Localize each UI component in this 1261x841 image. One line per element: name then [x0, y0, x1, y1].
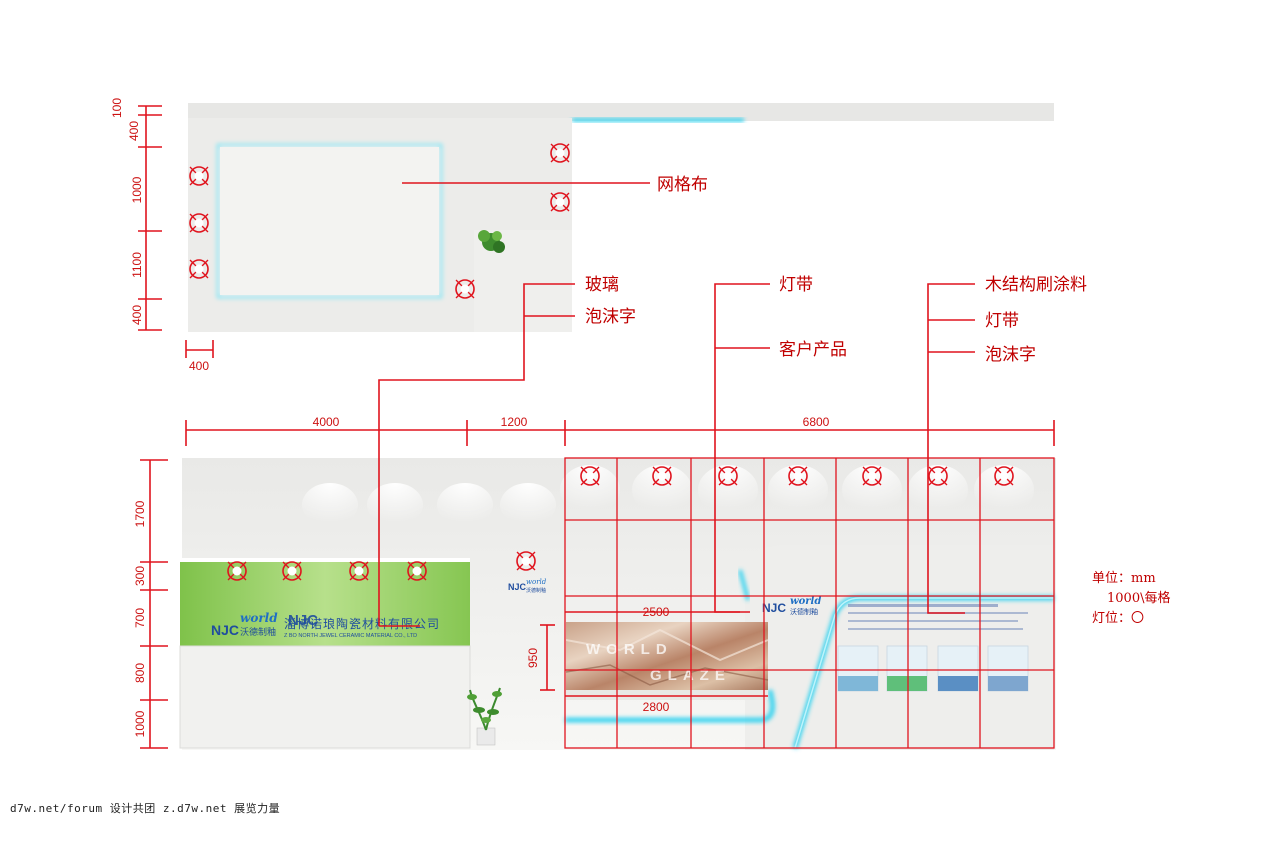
label-customer-products: 客户产品 [779, 340, 847, 360]
dim-elev-700: 700 [133, 608, 147, 628]
footer-watermark: d7w.net/forum 设计共团 z.d7w.net 展览力量 [10, 802, 281, 815]
leader-wood-light-foam: 木结构刷涂料 灯带 泡沫字 [927, 275, 1087, 614]
plan-plant [478, 230, 505, 253]
counter-brand-cn: 沃德制釉 [240, 626, 276, 638]
dim-plan-400b: 400 [130, 305, 144, 325]
leader-mesh-cloth: 网格布 [402, 175, 708, 195]
right-wall-logo: NJC world 沃德制釉 [762, 596, 821, 616]
dim-elev-4000: 4000 [313, 415, 340, 429]
dim-elev-1000: 1000 [133, 710, 147, 737]
dim-plan-1100: 1100 [130, 252, 144, 278]
svg-text:NJC: NJC [508, 582, 527, 592]
note-grid: 1000\每格 [1107, 590, 1170, 606]
marble-text-world: WORLD [586, 641, 673, 658]
svg-text:world: world [790, 596, 821, 607]
plan-left-dimension: 100 400 1000 1100 400 [110, 98, 162, 331]
svg-text:world: world [526, 578, 547, 586]
counter-company-cn: 淄博诺琅陶瓷材料有限公司 [284, 616, 440, 631]
dim-counter-top: 2500 [643, 605, 670, 619]
dim-elev-800: 800 [133, 663, 147, 683]
reception-counter: NJC world 沃德制釉 淄博诺琅陶瓷材料有限公司 Z BO NORTH J… [179, 558, 471, 749]
plan-ceiling-strip [188, 103, 1054, 121]
note-light: 灯位：〇 [1092, 611, 1144, 626]
dim-plan-400a: 400 [127, 121, 141, 141]
note-unit: 单位：mm [1092, 571, 1156, 586]
notes: 单位：mm 1000\每格 灯位：〇 [1092, 571, 1170, 626]
counter-brand-njc: NJC [211, 622, 239, 638]
label-foam-letters-1: 泡沫字 [585, 307, 636, 327]
counter-company-en: Z BO NORTH JEWEL CERAMIC MATERIAL CO., L… [284, 633, 417, 639]
dim-elev-1700: 1700 [133, 500, 147, 527]
dim-elev-1200: 1200 [501, 415, 528, 429]
dim-elev-300: 300 [133, 566, 147, 586]
plan-view [188, 103, 1054, 332]
label-foam-letters-2: 泡沫字 [985, 345, 1036, 365]
counter-njc-large: NJC [288, 612, 318, 629]
label-mesh-cloth: 网格布 [657, 175, 708, 195]
red-grid [564, 457, 1055, 749]
dim-counter-bottom: 2800 [643, 700, 670, 714]
label-glass: 玻璃 [585, 275, 619, 295]
leader-light-products: 灯带 客户产品 [714, 275, 847, 613]
elevation-top-dimension: 4000 1200 6800 [185, 415, 1055, 446]
svg-text:沃德制釉: 沃德制釉 [790, 607, 818, 616]
dim-plan-100: 100 [110, 98, 124, 118]
light-strips [565, 569, 1054, 749]
plan-glow-strip [572, 118, 744, 122]
leader-glass-foam: 玻璃 泡沫字 [378, 275, 636, 627]
svg-text:NJC: NJC [762, 601, 786, 615]
elevation-left-dimension: 1700 300 700 800 1000 [133, 459, 168, 749]
dim-plan-1000: 1000 [130, 176, 144, 203]
marble-counter: WORLD GLAZE [565, 622, 769, 700]
counter-brand-world: world [240, 611, 278, 625]
plant-decoration [467, 687, 502, 746]
svg-text:沃德制釉: 沃德制釉 [526, 587, 546, 594]
product-panels [837, 645, 1029, 692]
label-light-strip-2: 灯带 [985, 311, 1019, 331]
label-wood-paint: 木结构刷涂料 [985, 275, 1087, 295]
marble-text-glaze: GLAZE [650, 667, 731, 684]
middle-wall-logo: NJC world 沃德制釉 [508, 578, 547, 594]
dim-counter-height: 950 [526, 648, 540, 668]
dim-elev-6800: 6800 [803, 415, 830, 429]
plan-bottom-dimension: 400 [185, 340, 214, 373]
dim-plan-bottom: 400 [189, 359, 209, 373]
label-light-strip-1: 灯带 [779, 275, 813, 295]
